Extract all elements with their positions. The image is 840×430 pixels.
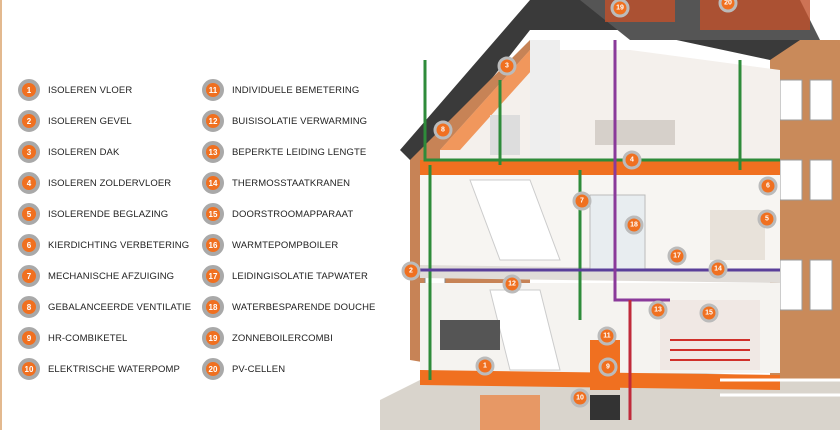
legend-label: HR-COMBIKETEL xyxy=(48,332,128,344)
number-badge: 2 xyxy=(18,110,40,132)
legend-label: MECHANISCHE AFZUIGING xyxy=(48,270,175,282)
number-badge: 4 xyxy=(18,172,40,194)
number-badge: 19 xyxy=(202,327,224,349)
legend-item: 14 THERMOSSTAATKRANEN xyxy=(202,171,350,195)
house-marker: 13 xyxy=(648,300,668,320)
legend-label: BUISISOLATIE VERWARMING xyxy=(232,115,368,127)
legend-label: ISOLEREN VLOER xyxy=(48,84,133,96)
legend-item: 7 MECHANISCHE AFZUIGING xyxy=(18,264,174,288)
legend-label: GEBALANCEERDE VENTILATIE xyxy=(48,301,192,313)
legend-item: 9 HR-COMBIKETEL xyxy=(18,326,127,350)
legend-item: 20 PV-CELLEN xyxy=(202,357,285,381)
house-marker: 9 xyxy=(598,357,618,377)
number-badge: 20 xyxy=(202,358,224,380)
legend-item: 15 DOORSTROOMAPPARAAT xyxy=(202,202,353,226)
legend-label: ISOLEREN GEVEL xyxy=(48,115,132,127)
legend-label: DOORSTROOMAPPARAAT xyxy=(232,208,354,220)
legend-item: 12 BUISISOLATIE VERWARMING xyxy=(202,109,367,133)
house-marker: 11 xyxy=(597,326,617,346)
number-badge: 9 xyxy=(18,327,40,349)
house-marker: 20 xyxy=(718,0,738,13)
legend-item: 18 WATERBESPARENDE DOUCHE xyxy=(202,295,376,319)
legend-label: THERMOSSTAATKRANEN xyxy=(232,177,351,189)
house-marker: 8 xyxy=(433,120,453,140)
legend-label: ISOLEREN ZOLDERVLOER xyxy=(48,177,172,189)
number-badge: 3 xyxy=(18,141,40,163)
legend-item: 8 GEBALANCEERDE VENTILATIE xyxy=(18,295,191,319)
number-badge: 15 xyxy=(202,203,224,225)
house-marker: 7 xyxy=(572,191,592,211)
number-badge: 18 xyxy=(202,296,224,318)
number-badge: 13 xyxy=(202,141,224,163)
number-badge: 7 xyxy=(18,265,40,287)
legend-label: WATERBESPARENDE DOUCHE xyxy=(232,301,376,313)
house-marker: 5 xyxy=(757,209,777,229)
number-badge: 14 xyxy=(202,172,224,194)
legend-label: ISOLERENDE BEGLAZING xyxy=(48,208,169,220)
number-badge: 16 xyxy=(202,234,224,256)
number-badge: 10 xyxy=(18,358,40,380)
legend-label: PV-CELLEN xyxy=(232,363,286,375)
number-badge: 11 xyxy=(202,79,224,101)
legend-item: 4 ISOLEREN ZOLDERVLOER xyxy=(18,171,171,195)
legend-item: 10 ELEKTRISCHE WATERPOMP xyxy=(18,357,180,381)
number-badge: 5 xyxy=(18,203,40,225)
house-marker: 19 xyxy=(610,0,630,18)
legend-label: WARMTEPOMPBOILER xyxy=(232,239,339,251)
house-marker: 12 xyxy=(502,274,522,294)
legend-label: ISOLEREN DAK xyxy=(48,146,120,158)
house-marker: 1 xyxy=(475,356,495,376)
legend-label: INDIVIDUELE BEMETERING xyxy=(232,84,360,96)
legend-label: KIERDICHTING VERBETERING xyxy=(48,239,190,251)
house-marker: 4 xyxy=(622,150,642,170)
number-badge: 17 xyxy=(202,265,224,287)
house-marker: 18 xyxy=(624,215,644,235)
legend-label: ZONNEBOILERCOMBI xyxy=(232,332,333,344)
legend-label: LEIDINGISOLATIE TAPWATER xyxy=(232,270,368,282)
legend-item: 16 WARMTEPOMPBOILER xyxy=(202,233,338,257)
left-border xyxy=(0,0,2,430)
legend-item: 1 ISOLEREN VLOER xyxy=(18,78,132,102)
legend-item: 13 BEPERKTE LEIDING LENGTE xyxy=(202,140,366,164)
legend-item: 2 ISOLEREN GEVEL xyxy=(18,109,132,133)
number-badge: 12 xyxy=(202,110,224,132)
legend-item: 19 ZONNEBOILERCOMBI xyxy=(202,326,333,350)
legend-label: BEPERKTE LEIDING LENGTE xyxy=(232,146,367,158)
number-badge: 1 xyxy=(18,79,40,101)
legend-item: 6 KIERDICHTING VERBETERING xyxy=(18,233,189,257)
house-marker: 6 xyxy=(758,176,778,196)
house-marker: 17 xyxy=(667,246,687,266)
house-marker: 14 xyxy=(708,259,728,279)
house-marker: 15 xyxy=(699,303,719,323)
legend-item: 3 ISOLEREN DAK xyxy=(18,140,119,164)
house-marker: 2 xyxy=(401,261,421,281)
legend-item: 11 INDIVIDUELE BEMETERING xyxy=(202,78,359,102)
house-marker: 10 xyxy=(570,388,590,408)
legend-item: 17 LEIDINGISOLATIE TAPWATER xyxy=(202,264,368,288)
legend-item: 5 ISOLERENDE BEGLAZING xyxy=(18,202,168,226)
house-cutaway-illustration xyxy=(380,0,840,430)
number-badge: 8 xyxy=(18,296,40,318)
number-badge: 6 xyxy=(18,234,40,256)
house-marker: 3 xyxy=(497,56,517,76)
legend-label: ELEKTRISCHE WATERPOMP xyxy=(48,363,180,375)
